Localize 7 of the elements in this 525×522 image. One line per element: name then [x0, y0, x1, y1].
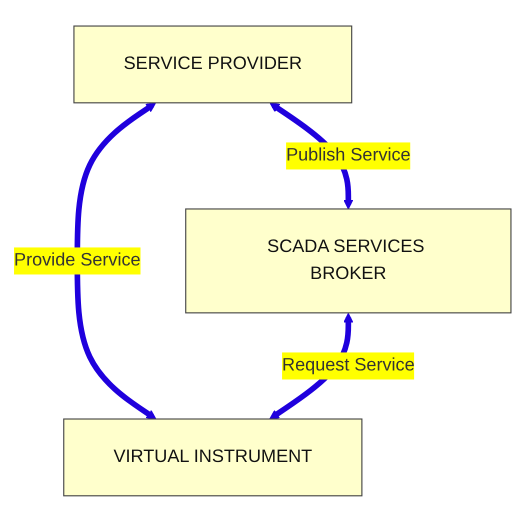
arrow — [74, 102, 156, 420]
edge-label: Request Service — [282, 356, 415, 376]
node-box: SCADA SERVICES BROKER — [185, 208, 512, 314]
node-box: SERVICE PROVIDER — [73, 26, 352, 104]
edge-label: Provide Service — [14, 250, 141, 270]
edge-label: Publish Service — [286, 146, 411, 166]
node-box: VIRTUAL INSTRUMENT — [63, 418, 362, 496]
